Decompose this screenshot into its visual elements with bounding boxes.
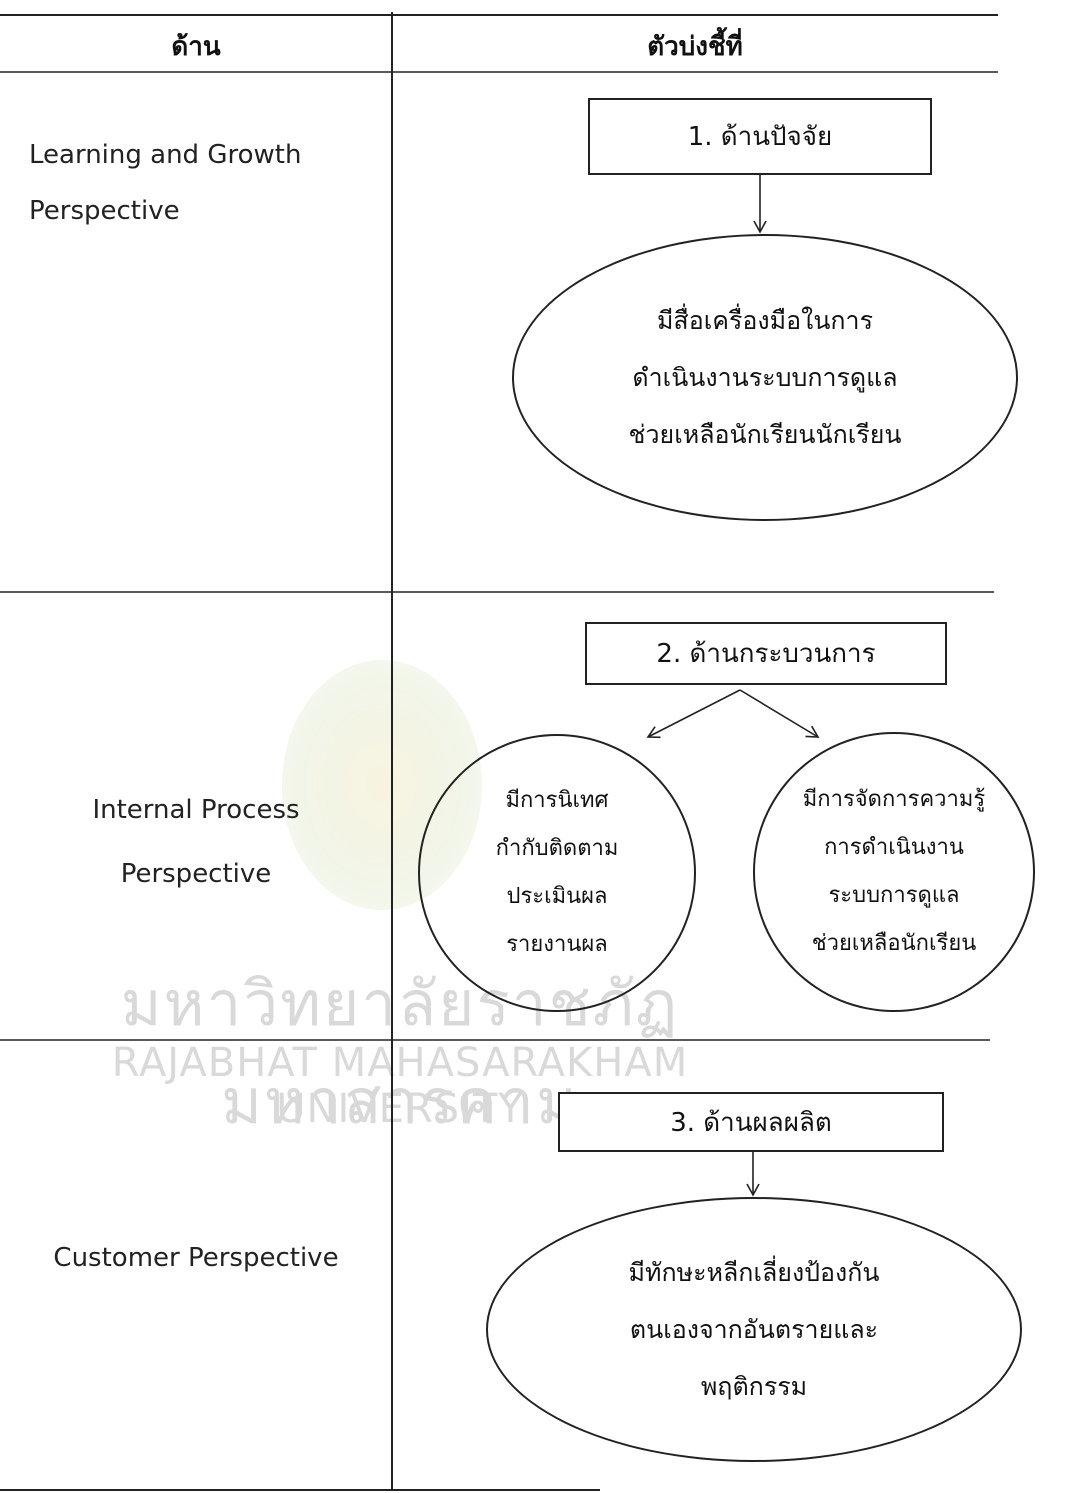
oval-line: ช่วยเหลือนักเรียนนักเรียน xyxy=(628,420,902,449)
indicator-oval-knowledge: มีการจัดการความรู้ การดำเนินงาน ระบบการด… xyxy=(753,732,1035,1012)
perspective-line: Customer Perspective xyxy=(53,1243,339,1273)
oval-line: ประเมินผล xyxy=(506,884,608,909)
perspective-line: Internal Process xyxy=(92,795,300,825)
indicator-oval-skills: มีทักษะหลีกเลี่ยงป้องกัน ตนเองจากอันตราย… xyxy=(486,1197,1022,1462)
oval-line: มีการจัดการความรู้ xyxy=(802,787,986,812)
oval-line: มีทักษะหลีกเลี่ยงป้องกัน xyxy=(628,1258,880,1287)
indicator-box-output: 3. ด้านผลผลิต xyxy=(558,1092,944,1152)
oval-line: ช่วยเหลือนักเรียน xyxy=(811,931,977,956)
perspective-learning-growth: Learning and Growth Perspective xyxy=(29,127,301,239)
indicator-box-input: 1. ด้านปัจจัย xyxy=(588,98,932,175)
oval-line: ตนเองจากอันตรายและ xyxy=(629,1315,879,1344)
oval-line: ระบบการดูแล xyxy=(828,883,960,908)
perspective-line: Perspective xyxy=(29,196,180,226)
indicator-box-process: 2. ด้านกระบวนการ xyxy=(585,622,947,685)
perspective-line: Perspective xyxy=(120,859,272,889)
indicator-oval-tools: มีสื่อเครื่องมือในการ ดำเนินงานระบบการดู… xyxy=(512,234,1018,521)
indicator-oval-supervision: มีการนิเทศ กำกับติดตาม ประเมินผล รายงานผ… xyxy=(418,734,696,1012)
watermark-english: RAJABHAT MAHASARAKHAM UNIVERSITY xyxy=(111,1040,689,1132)
oval-line: มีการนิเทศ xyxy=(505,788,609,813)
oval-line: การดำเนินงาน xyxy=(824,835,964,860)
oval-line: พฤติกรรม xyxy=(700,1372,808,1401)
header-perspective: ด้าน xyxy=(171,32,221,62)
arrow-2-right xyxy=(739,689,820,738)
oval-line: มีสื่อเครื่องมือในการ xyxy=(656,306,874,335)
oval-line: ดำเนินงานระบบการดูแล xyxy=(632,363,898,392)
arrow-2-left xyxy=(646,689,741,739)
header-indicator: ตัวบ่งชี้ที่ xyxy=(647,32,743,62)
oval-line: กำกับติดตาม xyxy=(495,836,619,861)
perspective-customer: Customer Perspective xyxy=(0,1230,392,1286)
perspective-line: Learning and Growth xyxy=(29,140,302,170)
perspective-internal-process: Internal Process Perspective xyxy=(0,778,392,906)
oval-line: รายงานผล xyxy=(506,932,608,957)
